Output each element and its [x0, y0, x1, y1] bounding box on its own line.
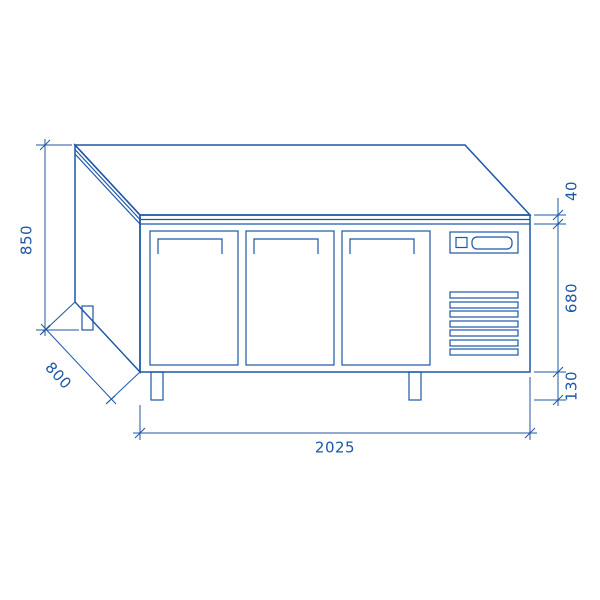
leg-front-left [150, 371, 164, 401]
leg-back-left [81, 305, 94, 331]
dimension-overall-width: 2025 [133, 377, 537, 457]
power-switch [455, 236, 468, 249]
dimension-tick [552, 209, 564, 221]
dimension-tick [134, 427, 146, 439]
door-3 [341, 230, 431, 366]
door-2 [245, 230, 335, 366]
cabinet-left-face [74, 143, 141, 374]
overall-width-label: 2025 [315, 439, 355, 457]
dimension-tick [552, 366, 564, 378]
door-3-handle [349, 238, 415, 254]
control-panel [449, 231, 519, 254]
cabinet [73, 143, 532, 401]
worktop-left-bottom-line [74, 153, 141, 225]
dimension-tick [39, 139, 51, 151]
grille-slat [449, 348, 519, 356]
leg-front-right [408, 371, 422, 401]
ventilation-grille [449, 291, 519, 356]
control-panel-frame [449, 231, 519, 254]
dimension-depth: 800 [40, 301, 141, 405]
dimension-tick [524, 427, 536, 439]
dimension-tick [552, 218, 564, 230]
grille-slat [449, 329, 519, 337]
dimension-line [40, 323, 117, 405]
depth-label: 800 [42, 358, 76, 392]
grille-slat [449, 301, 519, 309]
dimension-right-stack: 40 680 130 [534, 181, 581, 406]
grille-slat [449, 291, 519, 299]
grille-slat [449, 339, 519, 347]
worktop-top-face [73, 144, 532, 216]
grille-slat [449, 320, 519, 328]
thermostat-display [471, 236, 513, 250]
door-2-handle [253, 238, 319, 254]
leg-height-label: 130 [563, 371, 581, 401]
overall-height-label: 850 [18, 225, 36, 255]
grille-slat [449, 310, 519, 318]
dimension-tick [106, 395, 116, 404]
worktop-left-edge-line [74, 149, 141, 220]
body-height-label: 680 [563, 283, 581, 313]
dimension-overall-height: 850 [18, 139, 79, 336]
worktop-thickness-label: 40 [563, 181, 581, 201]
dimension-tick [552, 394, 564, 406]
dimension-tick [41, 325, 51, 334]
door-1-handle [157, 238, 223, 254]
door-1 [149, 230, 239, 366]
cabinet-front-face [139, 214, 531, 373]
